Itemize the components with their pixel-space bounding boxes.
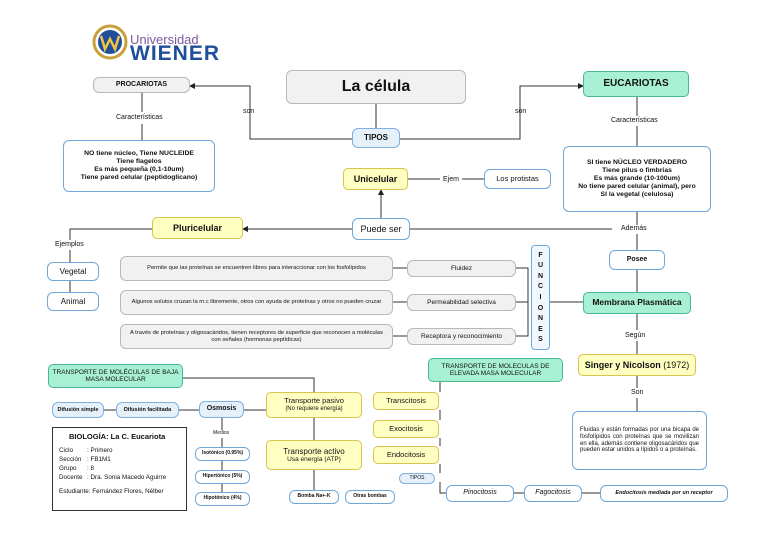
isotonico-node: Isotónico (0.95%) xyxy=(195,447,250,461)
fluidez-description: Permite que las proteínas se encuentren … xyxy=(120,256,393,281)
puede-ser-node: Puede ser xyxy=(352,218,410,240)
procariotas-node: PROCARIOTAS xyxy=(93,77,190,93)
transporte-elevada-node: TRANSPORTE DE MOLECULAS DE ELEVADA MASA … xyxy=(428,358,563,382)
son-right-label: son xyxy=(515,108,527,115)
modelo-description: Fluidas y están formadas por una bicapa … xyxy=(572,411,707,470)
posee-node: Posee xyxy=(609,250,665,270)
funciones-letter: F xyxy=(538,251,543,259)
difusion-simple-node: Difusión simple xyxy=(52,402,104,418)
eucariotas-feature: Es más grande (10-100um) xyxy=(593,175,681,183)
transporte-activo-title: Transporte activo xyxy=(283,446,345,456)
eucariotas-features: SI tiene NÚCLEO VERDADERO Tiene pilus o … xyxy=(563,146,711,212)
info-key: Sección xyxy=(59,456,82,464)
unicelular-node: Unicelular xyxy=(343,168,408,190)
bomba-na-k-node: Bomba Na+-K xyxy=(289,490,339,504)
info-row: Grupo : 8 xyxy=(59,464,180,473)
son-lower-label: Son xyxy=(631,389,644,396)
tipos-node: TIPOS xyxy=(352,128,400,148)
info-row: Docente : Dra. Sonia Macedo Aguirre xyxy=(59,473,180,482)
transporte-activo-sub: Usa energía (ATP) xyxy=(287,455,341,463)
procariotas-feature: Tiene pared celular (peptidoglicano) xyxy=(80,173,198,181)
permeabilidad-node: Permeabilidad selectiva xyxy=(407,294,516,311)
singer-name: Singer y Nicolson xyxy=(584,359,661,370)
funciones-letter: N xyxy=(537,315,544,323)
info-value: : Primero xyxy=(87,447,113,454)
funciones-letter: E xyxy=(538,325,543,333)
otras-bombas-node: Otras bombas xyxy=(345,490,395,504)
funciones-letter: O xyxy=(537,304,544,312)
transcitosis-node: Transcitosis xyxy=(373,392,439,410)
animal-node: Animal xyxy=(47,292,99,311)
transporte-pasivo-title: Transporte pasivo xyxy=(284,396,344,406)
fluidez-node: Fluidez xyxy=(407,260,516,277)
vegetal-node: Vegetal xyxy=(47,262,99,281)
transporte-baja-node: TRANSPORTE DE MOLÉCULAS DE BAJA MASA MOL… xyxy=(48,364,183,388)
medios-label: Medios xyxy=(213,430,230,436)
exocitosis-node: Exocitosis xyxy=(373,420,439,438)
wiener-shield-icon xyxy=(92,24,128,60)
funciones-letter: C xyxy=(537,283,544,291)
info-value: : FB1M1 xyxy=(87,456,111,464)
course-title: BIOLOGÍA: La C. Eucariota xyxy=(69,432,166,441)
main-title: La célula xyxy=(286,70,466,104)
receptora-node: Receptora y reconocimiento xyxy=(407,328,516,345)
pluricelular-node: Pluricelular xyxy=(152,217,243,239)
funciones-letter: U xyxy=(537,262,544,270)
procariotas-features: NO tiene núcleo, Tiene NUCLEIDE Tiene fl… xyxy=(63,140,215,192)
receptora-description: A través de proteínas y oligosacáridos, … xyxy=(120,324,393,349)
info-key: Grupo xyxy=(59,465,77,473)
pinocitosis-node: Pinocitosis xyxy=(446,485,514,502)
ademas-label: Además xyxy=(621,225,647,232)
procariotas-feature: NO tiene núcleo, Tiene NUCLEIDE xyxy=(84,150,194,158)
tipos-small-node: TIPOS xyxy=(399,473,435,484)
procariotas-feature: Tiene flagelos xyxy=(116,158,162,166)
eucariotas-feature: Tiene pilus o fimbrias xyxy=(602,167,672,175)
eucariotas-caracteristicas: Características xyxy=(611,117,658,124)
info-key: Docente xyxy=(59,474,83,482)
osmosis-node: Osmosis xyxy=(199,401,244,418)
son-left-label: son xyxy=(243,108,255,115)
funciones-letter: S xyxy=(538,336,543,344)
fagocitosis-node: Fagocitosis xyxy=(524,485,582,502)
endocitosis-node: Endocitosis xyxy=(373,446,439,464)
segun-label: Según xyxy=(625,332,646,339)
eucariotas-feature: SI la vegetal (celulosa) xyxy=(600,190,674,198)
funciones-letter: I xyxy=(539,293,542,301)
membrana-plasmatica-node: Membrana Plasmática xyxy=(583,292,691,314)
transporte-activo-node: Transporte activo Usa energía (ATP) xyxy=(266,440,362,470)
info-key: Ciclo xyxy=(59,447,73,454)
procariotas-feature: Es más pequeña (0,1-10um) xyxy=(94,166,184,173)
procariotas-caracteristicas: Características xyxy=(116,114,163,121)
eucariotas-feature: SI tiene NÚCLEO VERDADERO xyxy=(586,159,688,167)
permeabilidad-description: Algunos solutos cruzan la m.c libremente… xyxy=(120,290,393,315)
student-name: Estudiante: Fernández Flores, Nélber xyxy=(59,487,164,495)
endocitosis-receptor-node: Endocitosis mediada por un receptor xyxy=(600,485,728,502)
transporte-pasivo-node: Transporte pasivo (No requiere energía) xyxy=(266,392,362,418)
transporte-pasivo-sub: (No requiere energía) xyxy=(285,405,343,412)
info-value: : 8 xyxy=(87,465,95,473)
info-row: Ciclo : Primero xyxy=(59,446,180,455)
logo-line2: WIENER xyxy=(130,42,220,65)
hipertonico-node: Hipertónico (5%) xyxy=(195,470,250,484)
difusion-facilitada-node: Difusión facilitada xyxy=(116,402,179,418)
singer-nicolson-node: Singer y Nicolson (1972) xyxy=(578,354,696,376)
info-row: Sección : FB1M1 xyxy=(59,455,180,464)
logo-line1: Universidad xyxy=(130,32,199,47)
ejem-label: Ejem xyxy=(443,176,459,183)
singer-year: (1972) xyxy=(663,359,690,370)
eucariotas-node: EUCARIOTAS xyxy=(583,71,689,97)
ejemplos-label: Ejemplos xyxy=(55,241,84,248)
protistas-node: Los protistas xyxy=(484,169,551,189)
hipotonico-node: Hipotónico (4%) xyxy=(195,492,250,506)
funciones-letter: N xyxy=(537,272,544,280)
course-info-box: BIOLOGÍA: La C. Eucariota Ciclo : Primer… xyxy=(52,427,187,511)
info-value: : Dra. Sonia Macedo Aguirre xyxy=(87,474,167,482)
eucariotas-feature: No tiene pared celular (animal), pero xyxy=(578,182,696,190)
funciones-vertical-label: F U N C I O N E S xyxy=(531,245,550,350)
